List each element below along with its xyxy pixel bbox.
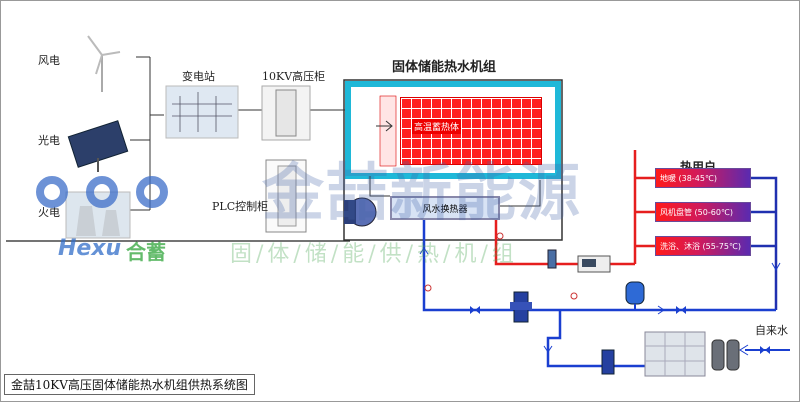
circulation-pump-icon (510, 291, 532, 323)
label-heat-body: 高温蓄热体 (412, 119, 462, 134)
watermark-hexu-cn: 合蓄 (126, 240, 166, 264)
thermal-plant-icon (65, 191, 131, 239)
label-solar: 光电 (38, 134, 60, 147)
watermark-sub: 固/体/储/能/供/热/机/组 (230, 242, 518, 267)
solar-panel-icon (67, 120, 129, 172)
heat-meter-icon (577, 255, 611, 273)
user-fan-coil: 风机盘管 (50-60℃) (655, 202, 751, 222)
user-floor-heating: 地暖 (38-45℃) (655, 168, 751, 188)
sensor-icon (547, 249, 557, 269)
label-thermal: 火电 (38, 206, 60, 219)
label-tap-water: 自来水 (755, 324, 788, 337)
label-plc-cabinet: PLC控制柜 (212, 200, 269, 213)
unit-title: 固体储能热水机组 (392, 60, 497, 75)
watermark-brand: 金喆新能源 (262, 156, 583, 229)
label-wind: 风电 (38, 54, 60, 67)
fan-icon (344, 197, 377, 227)
watermark-logo (36, 176, 168, 208)
water-tank-icon (644, 331, 706, 377)
water-treatment-icon (711, 339, 740, 371)
label-substation: 变电站 (182, 70, 215, 83)
heat-exchanger: 风水换热器 (390, 196, 500, 220)
diagram-title: 金喆10KV高压固体储能热水机组供热系统图 (4, 374, 255, 395)
substation-image (165, 85, 239, 139)
wind-turbine-icon (87, 35, 121, 92)
user-bath: 洗浴、沐浴 (55-75℃) (655, 236, 751, 256)
unit-housing (343, 79, 563, 241)
makeup-pump-icon (601, 349, 615, 375)
watermark-hexu: Hexu (58, 236, 122, 261)
label-hv-cabinet: 10KV高压柜 (262, 70, 326, 83)
unit-insulation (345, 81, 561, 179)
heat-storage-body (400, 97, 542, 165)
expansion-tank-icon (625, 281, 645, 310)
heater-rods (379, 95, 397, 167)
